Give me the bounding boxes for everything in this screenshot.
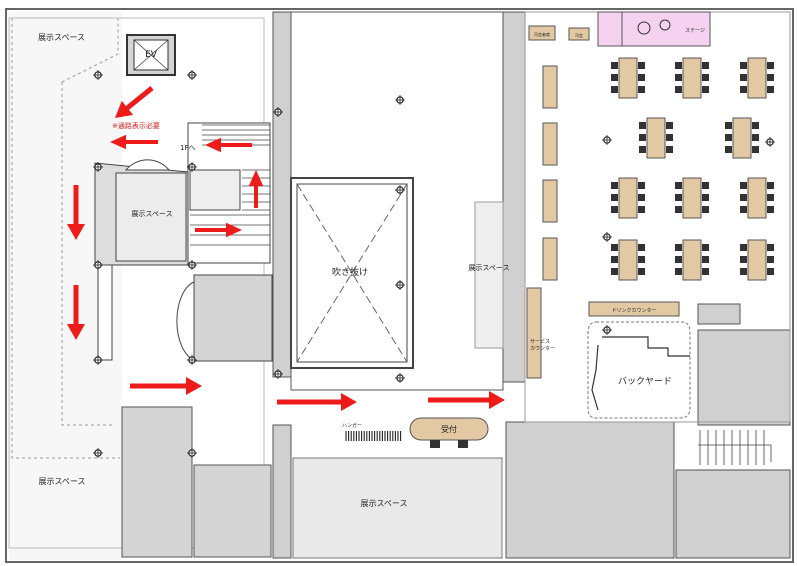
cafe-table-set <box>725 117 759 159</box>
cafe-table-set <box>639 117 673 159</box>
exhibit-center-left-label: 展示スペース <box>131 210 172 218</box>
route-arrows <box>67 86 505 411</box>
reception-label: 受付 <box>441 424 457 434</box>
hanger-rack <box>345 431 402 441</box>
column-crosshair-icon <box>765 137 775 147</box>
cafe-table-set <box>740 239 774 281</box>
atrium: 吹き抜け <box>290 11 504 391</box>
room-bottom-left <box>193 464 272 558</box>
cafe-table-set <box>740 177 774 219</box>
cafe-table-set <box>675 57 709 99</box>
column-crosshair-icon <box>273 369 283 379</box>
red-arrow-icon <box>67 185 85 240</box>
column-crosshair-icon <box>187 355 197 365</box>
column-crosshair-icon <box>187 448 197 458</box>
exhibit-bottom-center <box>292 457 503 559</box>
stair-right <box>698 430 772 465</box>
cafe-tables <box>611 57 774 281</box>
right-wall <box>502 11 526 383</box>
left-wing <box>8 12 272 560</box>
counters: ドリンクカウンター サービスカウンター <box>526 65 680 379</box>
red-arrow-icon <box>115 86 154 118</box>
cafe-table-set <box>740 57 774 99</box>
speaker-label: 司会 <box>575 32 583 38</box>
column-crosshair-icon <box>93 162 103 172</box>
column-crosshair-icon <box>93 355 103 365</box>
room-bottom-right-1 <box>505 421 675 559</box>
column-crosshair-icon <box>273 107 283 117</box>
exhibit-right <box>474 201 504 349</box>
to-1f-label: 1Fへ <box>180 144 195 152</box>
column-crosshair-icon <box>395 185 405 195</box>
center-wall <box>272 11 292 378</box>
backyard: バックヤード <box>587 321 691 419</box>
red-arrow-icon <box>130 377 202 395</box>
exhibit-top-left-label: 展示スペース <box>38 33 85 42</box>
column-crosshair-icon <box>395 95 405 105</box>
columns <box>93 70 775 458</box>
column-crosshair-icon <box>602 325 612 335</box>
room-bottom-right-2 <box>675 469 791 559</box>
cafe-table-set <box>611 239 645 281</box>
hanger-label: ハンガー <box>342 422 362 429</box>
column-crosshair-icon <box>602 135 612 145</box>
atrium-label: 吹き抜け <box>332 266 368 278</box>
column-crosshair-icon <box>602 232 612 242</box>
red-arrow-icon <box>195 222 242 238</box>
exhibit-bottom-left-label: 展示スペース <box>38 477 85 486</box>
red-arrow-icon <box>67 285 85 340</box>
column-crosshair-icon <box>187 70 197 80</box>
stair-core-left <box>121 406 193 558</box>
stage-label: ステージ <box>685 28 705 34</box>
cafe-table-set <box>611 177 645 219</box>
red-arrow-icon <box>110 134 158 150</box>
exhibit-right-label: 展示スペース <box>468 264 509 272</box>
elevator-label: EV <box>145 50 158 60</box>
elevator: EV <box>126 34 176 76</box>
route-note-label: ※通路表示必要 <box>112 121 160 130</box>
room-right <box>697 329 791 426</box>
red-arrow-icon <box>428 391 505 409</box>
exhibit-bottom-center-label: 展示スペース <box>360 499 407 508</box>
column-crosshair-icon <box>93 260 103 270</box>
reception: 受付 ハンガー <box>342 417 489 448</box>
cafe-table-set <box>675 177 709 219</box>
mc-table-label: 司会者席 <box>534 31 550 37</box>
stage: ステージ 司会者席 司会 <box>528 11 711 47</box>
cafe-table-set <box>675 239 709 281</box>
backyard-label: バックヤード <box>618 376 672 387</box>
outer-wall <box>5 8 794 563</box>
column-crosshair-icon <box>187 260 197 270</box>
column-crosshair-icon <box>93 70 103 80</box>
column-crosshair-icon <box>187 162 197 172</box>
drink-counter-label: ドリンクカウンター <box>611 307 656 314</box>
cafe-table-set <box>611 57 645 99</box>
red-arrow-icon <box>277 393 357 411</box>
column-crosshair-icon <box>395 373 405 383</box>
column-crosshair-icon <box>93 448 103 458</box>
red-arrow-icon <box>248 170 264 208</box>
service-counter-label: サービスカウンター <box>530 338 555 352</box>
red-arrow-icon <box>205 137 252 153</box>
column-crosshair-icon <box>395 280 405 290</box>
